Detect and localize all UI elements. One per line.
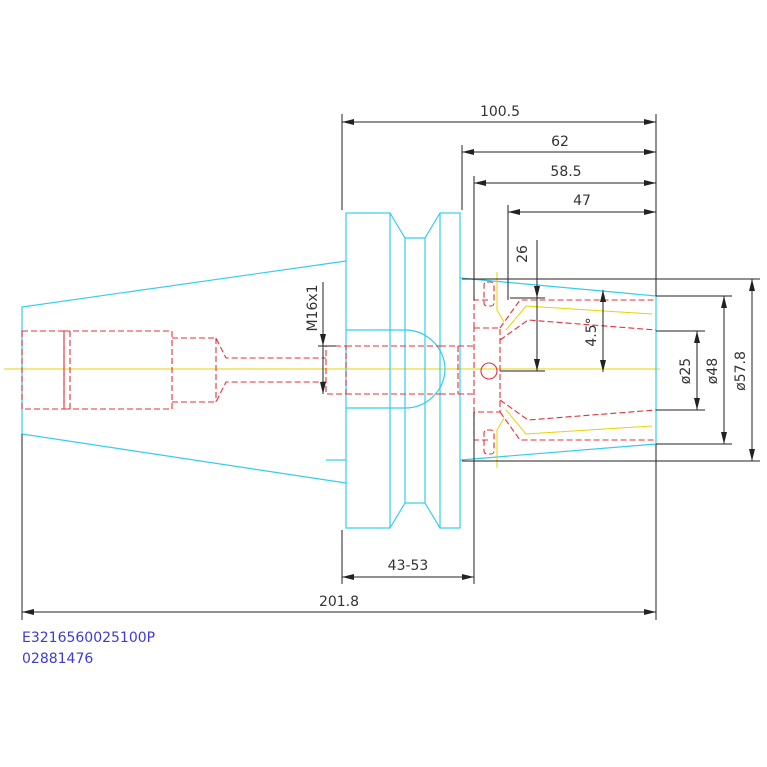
holder-outline <box>21 212 657 529</box>
flange-left <box>345 212 391 529</box>
arrowheads <box>22 119 755 615</box>
dim-62: 62 <box>551 134 569 150</box>
dim-4-5-angle: 4.5° <box>584 317 600 346</box>
flange-groove-bottom <box>389 502 441 529</box>
bore-contour <box>346 329 446 409</box>
dim-43-53: 43-53 <box>388 558 429 574</box>
dim-m16x1: M16x1 <box>305 284 321 331</box>
dim-201-8: 201.8 <box>319 594 359 610</box>
dim-100-5: 100.5 <box>480 104 520 120</box>
hidden-lines <box>21 281 657 455</box>
dim-58-5: 58.5 <box>550 164 581 180</box>
dim-dia-25: ø25 <box>678 358 694 384</box>
flange-right <box>439 212 461 529</box>
flange-groove-top <box>389 212 441 239</box>
dim-47: 47 <box>573 193 591 209</box>
dimension-lines <box>21 114 760 620</box>
part-number: 02881476 <box>22 651 93 667</box>
collet-accents <box>496 272 653 468</box>
dim-26: 26 <box>515 245 531 263</box>
taper-shank <box>21 260 347 484</box>
dim-dia-48: ø48 <box>705 358 721 384</box>
dim-dia-57-8: ø57.8 <box>733 351 749 391</box>
part-code: E3216560025100P <box>22 630 155 646</box>
